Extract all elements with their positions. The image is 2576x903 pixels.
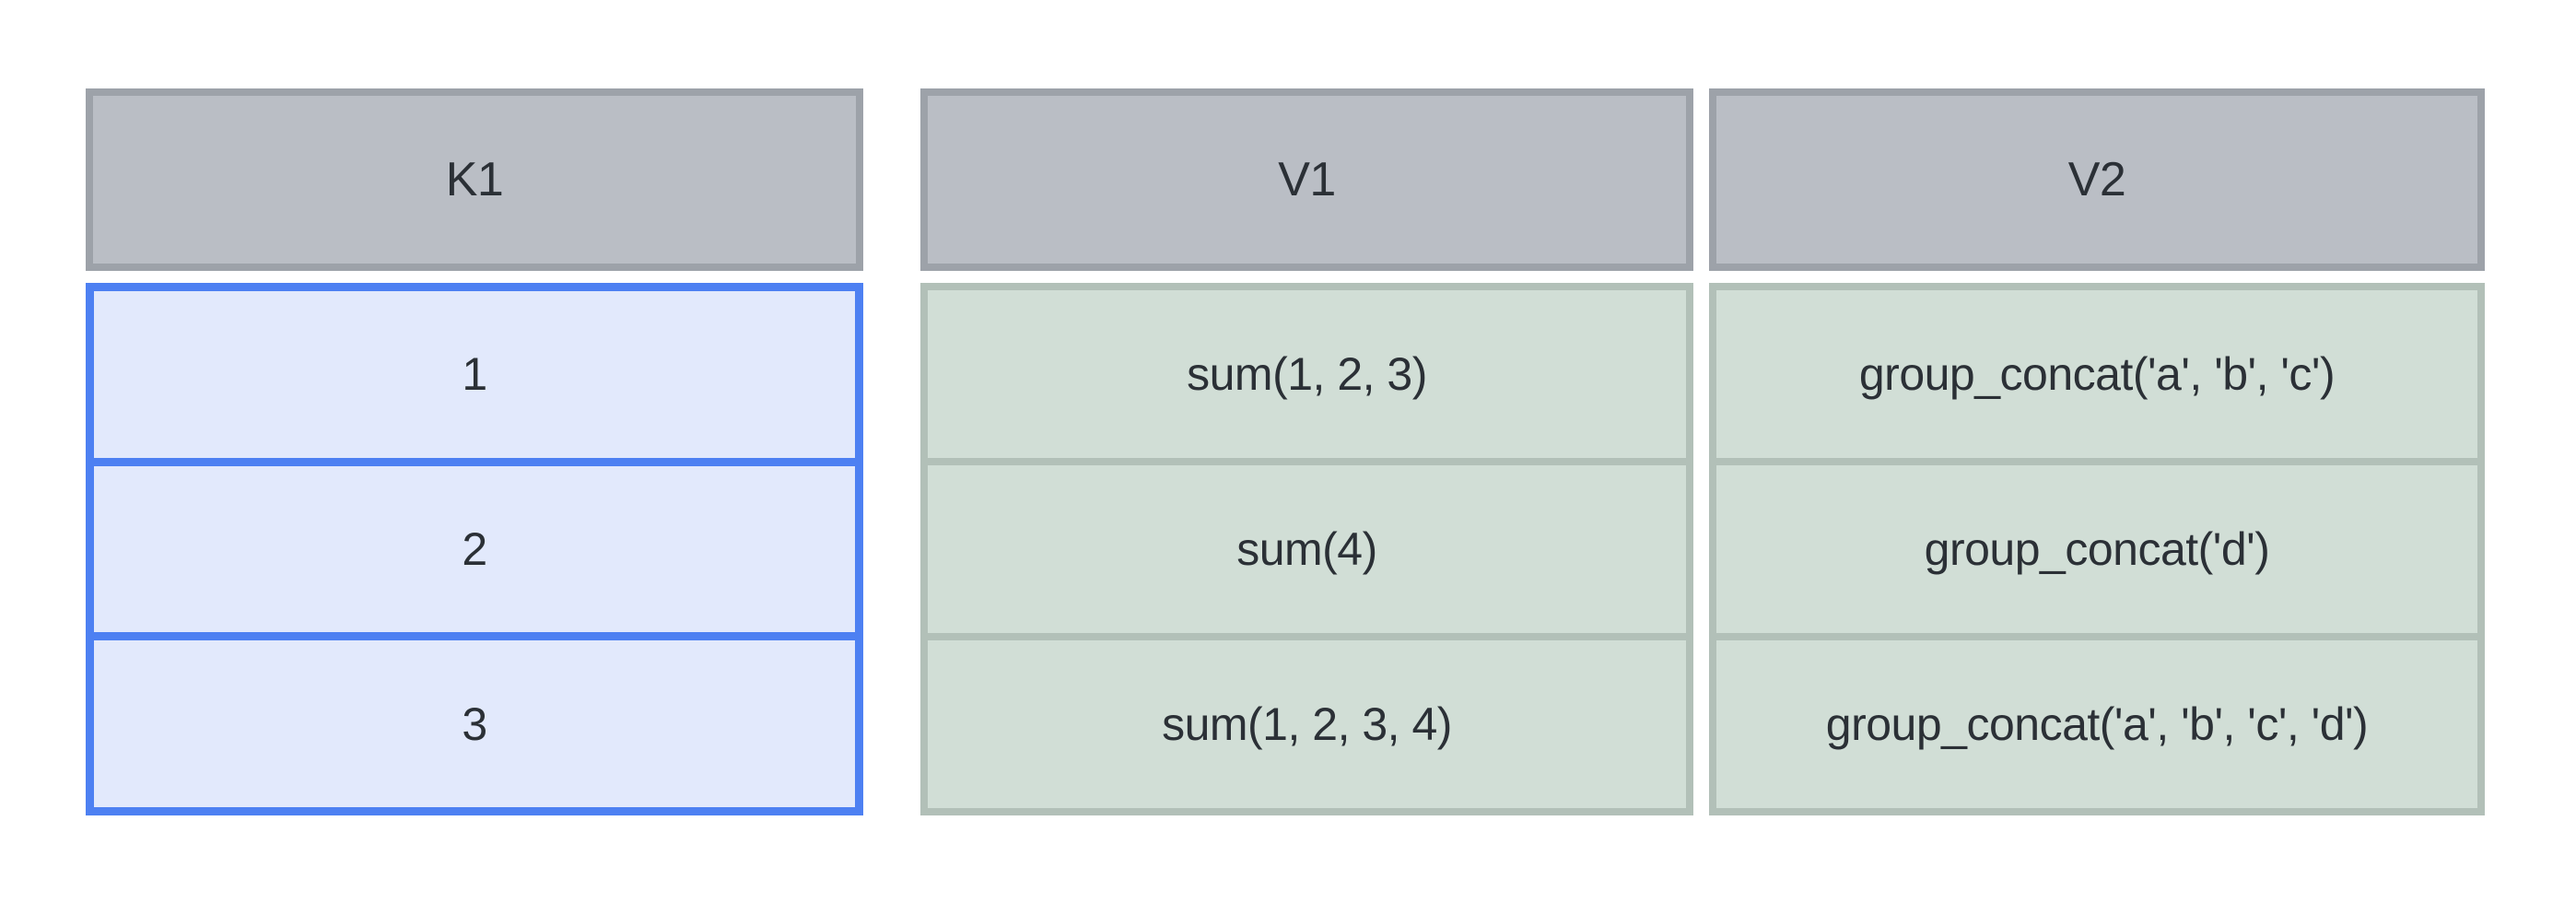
column-header-k1: K1: [86, 88, 863, 271]
k1-rows-group: 1 2 3: [86, 283, 863, 815]
column-k1: K1 1 2 3: [86, 0, 863, 903]
cell-k1-row3: 3: [94, 640, 855, 808]
column-v1: V1 sum(1, 2, 3) sum(4) sum(1, 2, 3, 4): [920, 0, 1693, 903]
column-header-v1: V1: [920, 88, 1693, 271]
cell-v2-row3: group_concat('a', 'b', 'c', 'd'): [1716, 640, 2477, 808]
cell-v2-row1: group_concat('a', 'b', 'c'): [1716, 290, 2477, 458]
cell-k1-row2: 2: [94, 465, 855, 633]
cell-k1-row1: 1: [94, 291, 855, 458]
cell-v1-row3: sum(1, 2, 3, 4): [928, 640, 1686, 808]
column-header-v2: V2: [1709, 88, 2485, 271]
column-v2: V2 group_concat('a', 'b', 'c') group_con…: [1709, 0, 2485, 903]
cell-v1-row2: sum(4): [928, 465, 1686, 633]
cell-v1-row1: sum(1, 2, 3): [928, 290, 1686, 458]
v2-rows-group: group_concat('a', 'b', 'c') group_concat…: [1709, 283, 2485, 815]
cell-v2-row2: group_concat('d'): [1716, 465, 2477, 633]
v1-rows-group: sum(1, 2, 3) sum(4) sum(1, 2, 3, 4): [920, 283, 1693, 815]
